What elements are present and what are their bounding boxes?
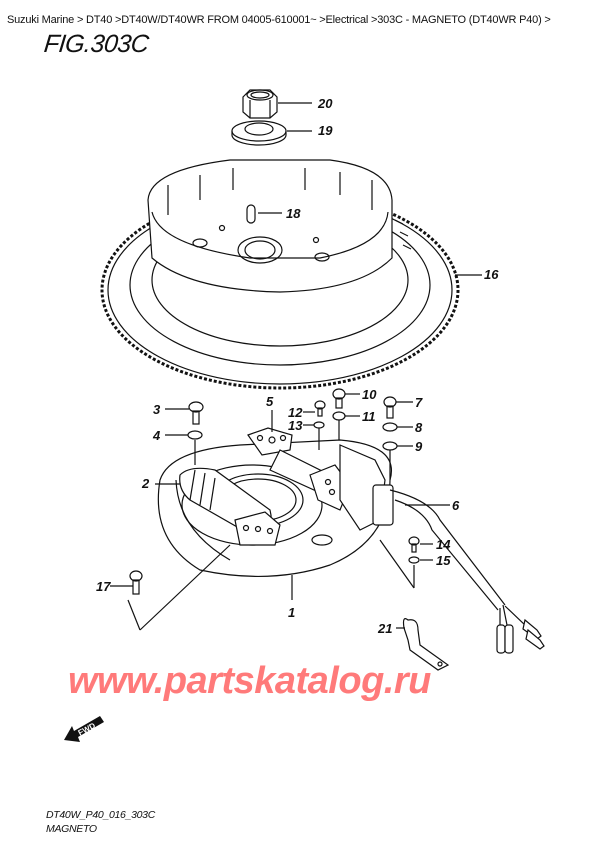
watermark-link[interactable]: www.partskatalog.ru xyxy=(68,660,431,702)
fwd-arrow-icon: FWD xyxy=(64,716,104,742)
harness-part-6[interactable] xyxy=(339,444,545,654)
callout-13: 13 xyxy=(288,418,303,433)
callout-10: 10 xyxy=(362,387,377,402)
callout-5: 5 xyxy=(266,394,274,409)
clamp-part-21[interactable] xyxy=(396,618,450,671)
callout-18: 18 xyxy=(286,206,301,221)
callout-16: 16 xyxy=(484,267,499,282)
figure-code: DT40W_P40_016_303C xyxy=(46,809,156,821)
callout-7: 7 xyxy=(415,395,423,410)
screw-part-10[interactable] xyxy=(332,388,360,409)
callout-21: 21 xyxy=(377,621,392,636)
washer-part-19[interactable] xyxy=(231,120,312,146)
breadcrumb[interactable]: Suzuki Marine > DT40 >DT40W/DT40WR FROM … xyxy=(7,14,551,26)
screw-part-17[interactable] xyxy=(110,570,143,595)
callout-11: 11 xyxy=(362,409,376,424)
callout-14: 14 xyxy=(436,537,451,552)
washer-part-4[interactable] xyxy=(165,430,203,465)
screw-part-14[interactable] xyxy=(408,536,433,553)
washer-part-11[interactable] xyxy=(332,411,360,440)
screw-part-3[interactable] xyxy=(165,401,204,425)
callout-12: 12 xyxy=(288,405,303,420)
callout-19: 19 xyxy=(318,123,333,138)
washer-part-9[interactable] xyxy=(382,441,413,480)
callout-15: 15 xyxy=(436,553,451,568)
callout-6: 6 xyxy=(452,498,460,513)
callout-1: 1 xyxy=(288,605,295,620)
washer-part-15[interactable] xyxy=(379,539,433,589)
screw-part-7[interactable] xyxy=(383,396,413,419)
nut-part-20[interactable] xyxy=(242,89,312,119)
callout-9: 9 xyxy=(415,439,423,454)
flywheel-part-16[interactable] xyxy=(100,159,482,390)
callout-20: 20 xyxy=(317,96,333,111)
callout-labels: 1 2 3 4 5 6 7 8 9 10 11 12 13 14 15 16 1… xyxy=(96,96,499,636)
screw-part-12[interactable] xyxy=(303,400,326,417)
callout-8: 8 xyxy=(415,420,423,435)
callout-3: 3 xyxy=(153,402,161,417)
callout-2: 2 xyxy=(141,476,150,491)
coil-part-2[interactable] xyxy=(155,467,281,546)
washer-part-13[interactable] xyxy=(303,421,325,450)
figure-name: MAGNETO xyxy=(46,823,97,835)
callout-17: 17 xyxy=(96,579,111,594)
callout-4: 4 xyxy=(152,428,161,443)
washer-part-8[interactable] xyxy=(382,422,413,432)
